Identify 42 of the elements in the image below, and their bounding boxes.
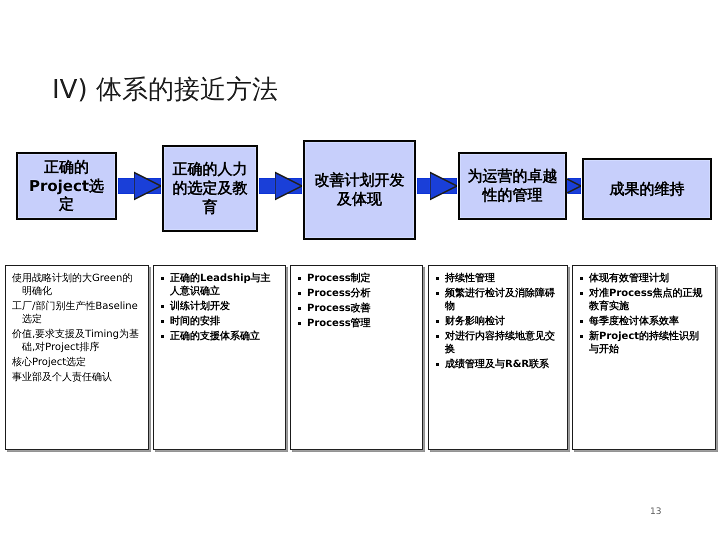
text-panel [5,265,149,450]
process-box [162,145,258,232]
box-title: 正确的Project选定 [28,158,106,214]
list-item: 正确的支援体系确立 [160,330,279,343]
list-item: 频繁进行检讨及消除障碍物 [435,287,561,313]
list-item: 成绩管理及与R&R联系 [435,358,561,371]
process-box [303,140,416,240]
list-item: 体现有效管理计划 [579,272,709,285]
process-box [16,152,117,220]
list-item: Process分析 [297,287,416,300]
list-item: 对准Process焦点的正规教育实施 [579,287,709,313]
text-panel [153,265,286,450]
block-arrow [118,172,162,200]
list-item: 训练计划开发 [160,300,279,313]
list-item: 事业部及个人责任确认 [12,371,113,384]
list-item: 新Project的持续性识别与开始 [579,330,709,356]
list-item: 持续性管理 [435,272,561,285]
text-panel [428,265,568,450]
block-arrow [417,172,458,200]
list-item: Process改善 [297,302,416,315]
list-item: Process管理 [297,317,416,330]
text-panel [572,265,716,450]
slide-title: IV) 体系的接近方法 [52,74,278,107]
list-item: 对进行内容持续地意见交换 [435,330,561,356]
process-box [582,158,712,220]
list-item: 正确的Leadship与主人意识确立 [160,272,279,298]
box-title: 成果的维持 [610,180,684,198]
list-item: 工厂/部门别生产性Baseline选定 [12,300,139,326]
list-item: 财务影响检讨 [435,315,561,328]
list-item: 使用战略计划的大Green的明确化 [12,272,134,298]
list-item: 价值,要求支援及Timing为基础,对Project排序 [12,328,140,354]
list-item: 时间的安排 [160,315,279,328]
list-item: Process制定 [297,272,416,285]
process-box [458,152,567,220]
list-item: 每季度检讨体系效率 [579,315,709,328]
block-arrow [259,172,303,200]
list-item: 核心Project选定 [12,356,88,369]
text-panel [290,265,423,450]
box-title: 正确的人力的选定及教育 [172,160,248,217]
box-title: 改善计划开发及体现 [314,171,406,209]
page-number: 13 [650,507,662,517]
box-title: 为运营的卓越性的管理 [466,167,558,205]
